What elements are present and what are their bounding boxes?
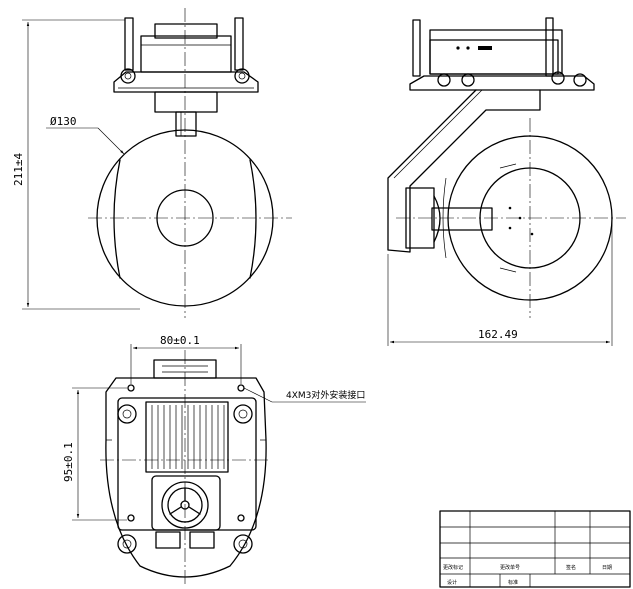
tb-date: 日期 bbox=[602, 565, 612, 571]
bottom-view: 80±0.1 95±0.1 4XM3对外安装接口 bbox=[62, 334, 366, 584]
mount-interface-label: 4XM3对外安装接口 bbox=[286, 389, 365, 401]
title-block: 更改标记 更改单号 签名 日期 设计 标准 bbox=[439, 510, 631, 588]
heatsink-fins bbox=[151, 405, 225, 469]
dim-vertical: 95±0.1 bbox=[62, 442, 75, 482]
dim-width: 80±0.1 bbox=[160, 334, 200, 347]
front-view: 211±4 Ø130 bbox=[12, 8, 292, 318]
tb-change-number: 更改单号 bbox=[500, 564, 520, 571]
side-view: 162.49 bbox=[387, 17, 626, 346]
tb-signature: 签名 bbox=[566, 564, 576, 571]
tb-standard: 标准 bbox=[508, 579, 518, 586]
dim-height: 211±4 bbox=[12, 153, 25, 186]
tb-change-mark: 更改标记 bbox=[443, 564, 463, 571]
dim-diameter: Ø130 bbox=[50, 115, 77, 128]
dim-depth: 162.49 bbox=[478, 328, 518, 341]
tb-design: 设计 bbox=[447, 579, 457, 586]
